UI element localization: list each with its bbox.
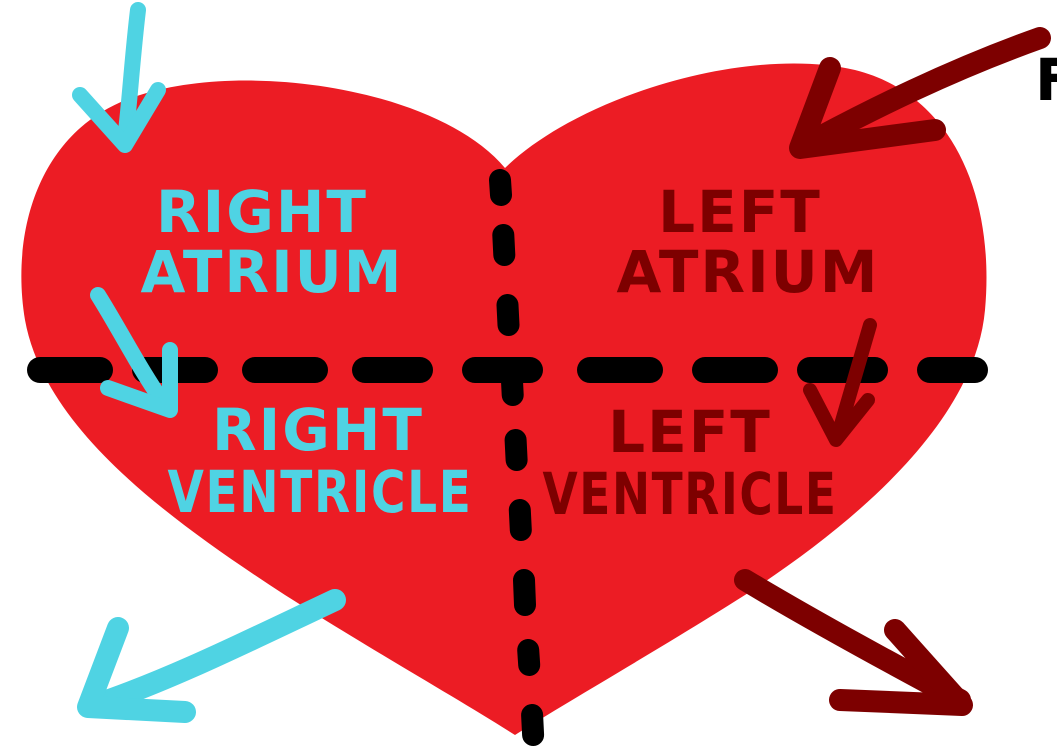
- arrow-out-of-right-ventricle-icon: [88, 600, 335, 712]
- left-ventricle-label-line1: LEFT: [608, 398, 772, 466]
- vertical-divider-dash: [516, 440, 517, 460]
- right-ventricle-label-line1: RIGHT: [212, 396, 424, 464]
- right-atrium-label-line1: RIGHT: [156, 178, 368, 246]
- vertical-divider-dash: [528, 650, 529, 665]
- left-ventricle-label-line2: VENTRICLE: [543, 460, 838, 528]
- vertical-divider-dash: [503, 235, 504, 255]
- vertical-divider-dash: [500, 180, 501, 195]
- vertical-divider-dash: [512, 375, 513, 395]
- left-atrium-label-line2: ATRIUM: [616, 238, 879, 306]
- vertical-divider-dash: [532, 715, 533, 735]
- left-atrium-label-line1: LEFT: [658, 178, 822, 246]
- vertical-divider-dash: [524, 580, 525, 605]
- vertical-divider-dash: [508, 305, 509, 325]
- cropped-edge-label: F: [1035, 46, 1057, 114]
- vertical-divider-dash: [520, 510, 521, 530]
- right-ventricle-label-line2: VENTRICLE: [168, 458, 473, 526]
- arrow-out-of-left-ventricle-icon: [745, 580, 962, 705]
- right-atrium-label-line2: ATRIUM: [140, 238, 403, 306]
